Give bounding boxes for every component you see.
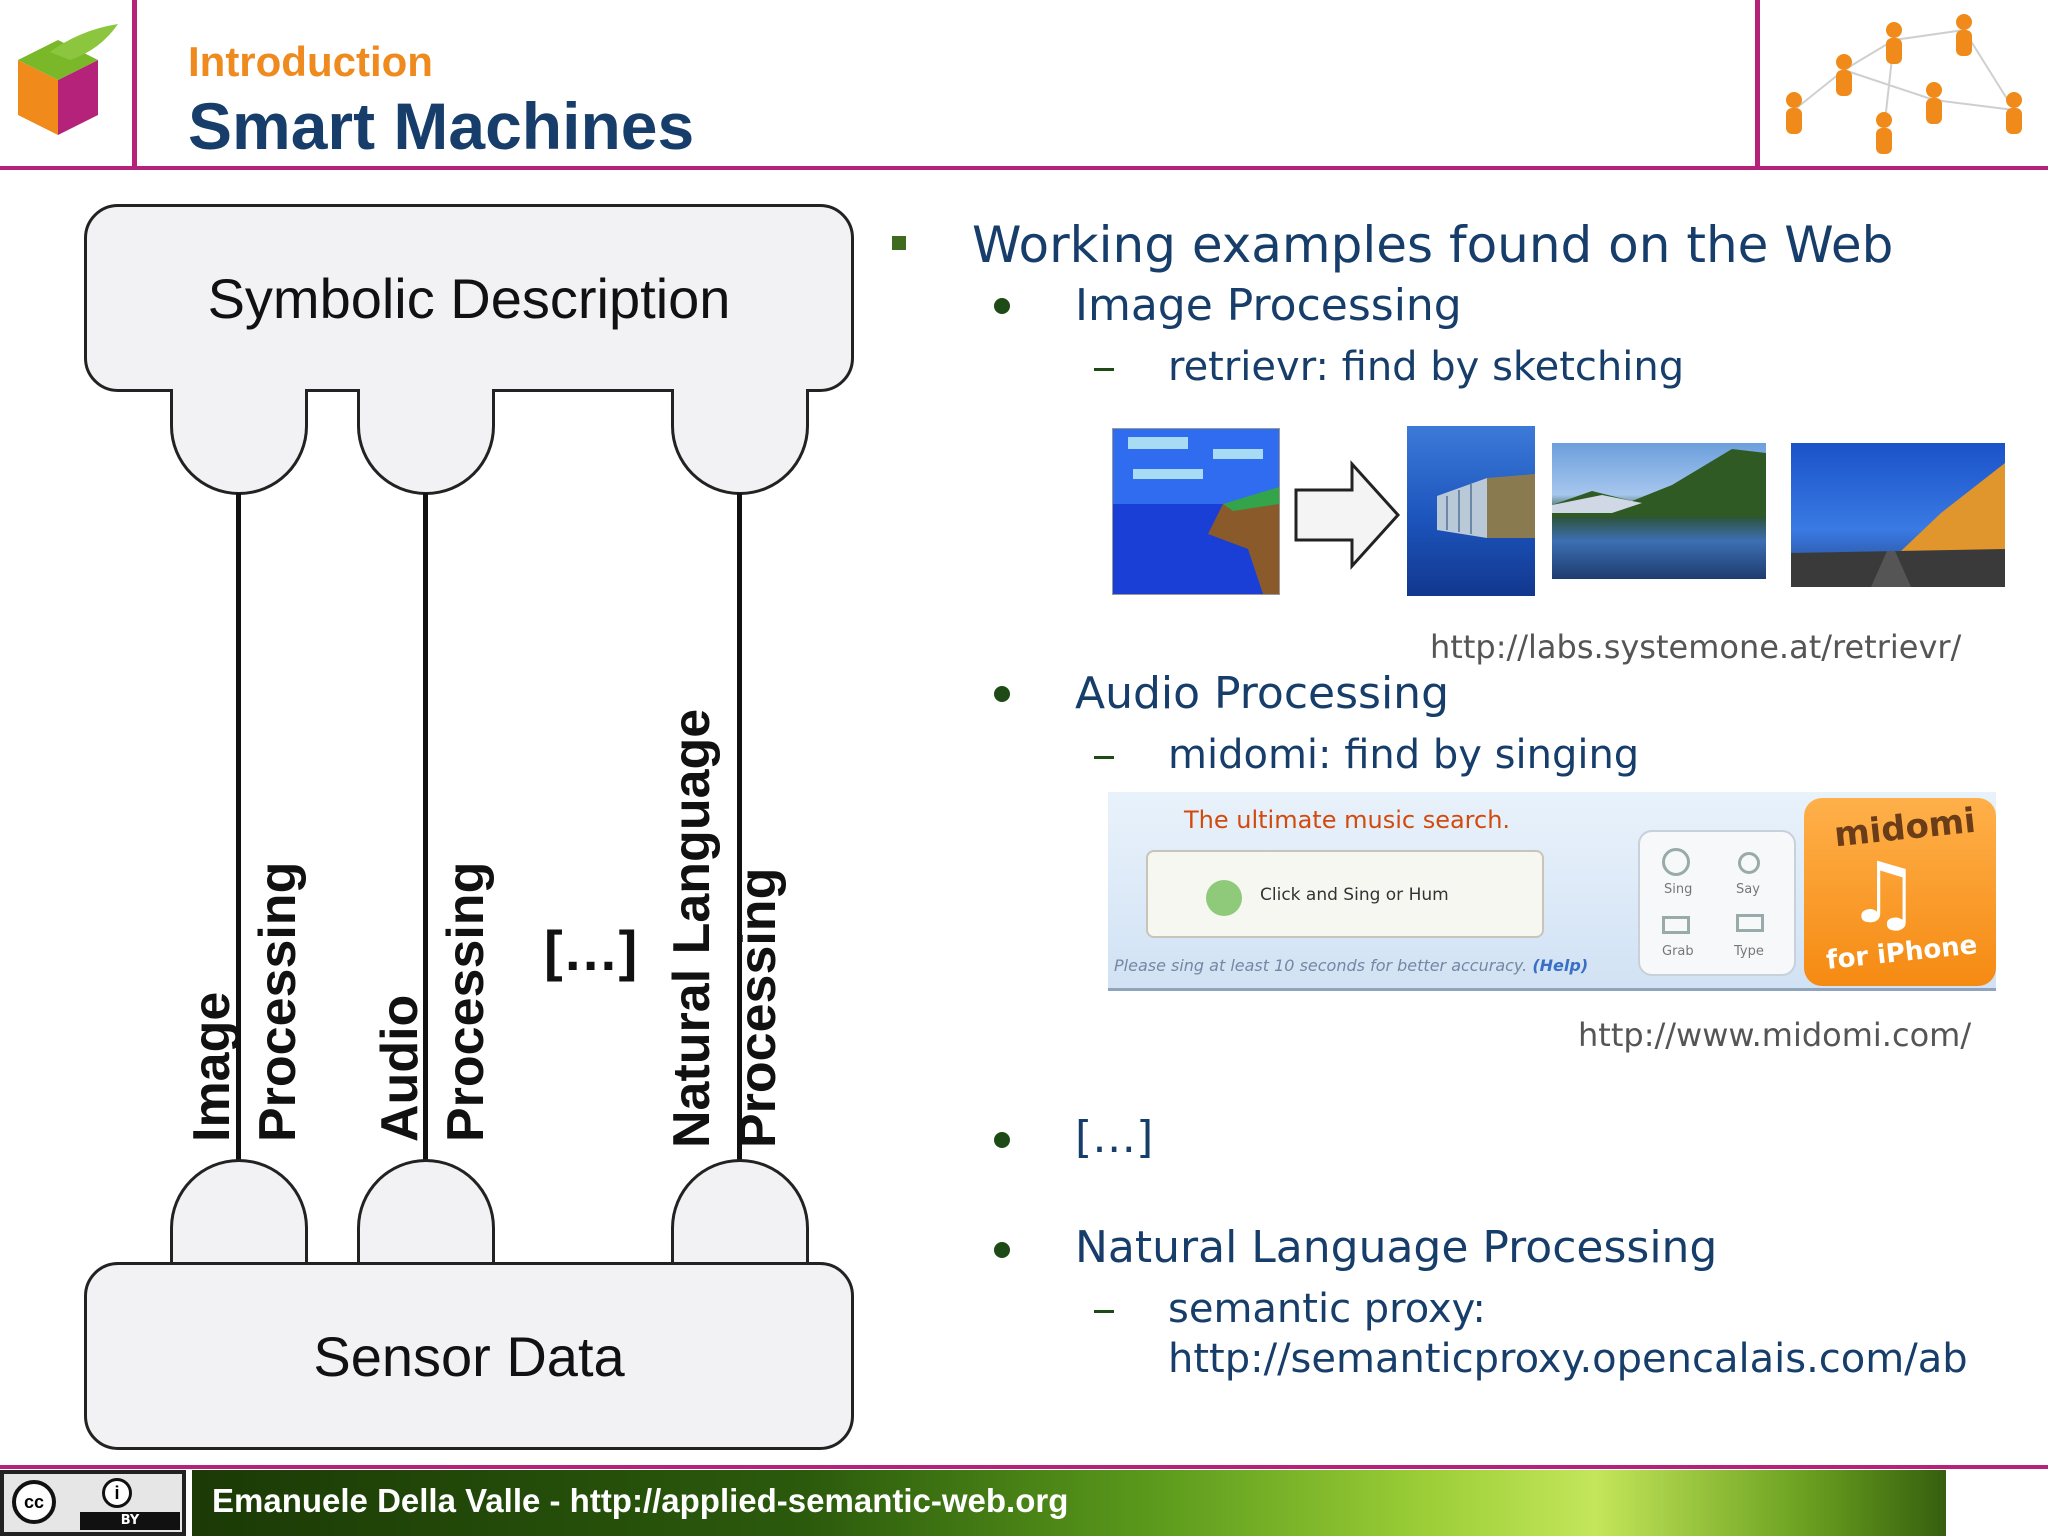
cc-license-badge[interactable]: cc i BY <box>0 1470 186 1536</box>
nlp-channel-label-1: Natural Language <box>663 708 721 1148</box>
attribution-icon: i <box>102 1478 132 1508</box>
sub-bullet-dash <box>1094 1310 1114 1313</box>
audio-channel-label-2: Processing <box>437 861 495 1142</box>
arrow-right-icon <box>1294 460 1402 574</box>
midomi-iphone-logo[interactable]: midomi ♫ for iPhone <box>1804 798 1996 986</box>
header-divider-right <box>1755 0 1760 170</box>
top-connector-1 <box>170 389 308 495</box>
mode-type-label: Type <box>1734 944 1764 959</box>
midomi-note-text: Please sing at least 10 seconds for bett… <box>1114 956 1528 975</box>
image-channel-label-2: Processing <box>249 861 307 1142</box>
midomi-sing-button[interactable]: Click and Sing or Hum <box>1146 850 1544 938</box>
sing-mode-icon[interactable] <box>1662 848 1690 876</box>
bottom-connector-1 <box>170 1159 308 1265</box>
midomi-url[interactable]: http://www.midomi.com/ <box>1578 1016 1972 1054</box>
mode-say-label: Say <box>1736 882 1760 897</box>
audio-channel-label-1: Audio <box>371 994 429 1142</box>
network-people-icon <box>1786 14 2022 154</box>
midomi-example: midomi: find by singing <box>1168 732 1640 778</box>
semantic-proxy-url[interactable]: http://semanticproxy.opencalais.com/ab <box>1168 1336 1968 1382</box>
header-divider-left <box>132 0 137 170</box>
top-connector-3 <box>671 389 809 495</box>
image-processing-label: Image Processing <box>1075 280 1462 331</box>
network-people-image <box>1764 0 2048 164</box>
more-examples-ellipsis: […] <box>1075 1112 1154 1163</box>
midomi-help-link[interactable]: (Help) <box>1532 956 1589 975</box>
midomi-modes-panel: Sing Say Grab Type <box>1638 830 1796 976</box>
audio-channel-wire <box>423 493 428 1161</box>
nlp-channel-label-2: Processing <box>729 867 787 1148</box>
microphone-icon <box>1206 880 1242 916</box>
footer-bar <box>192 1470 1946 1536</box>
nlp-channel-wire <box>737 493 742 1161</box>
cube-logo-icon <box>18 24 118 135</box>
sub-bullet-dash <box>1094 368 1114 371</box>
diagram-ellipsis: […] <box>544 919 638 982</box>
midomi-tagline: The ultimate music search. <box>1184 806 1511 834</box>
logo <box>10 20 120 140</box>
image-channel-label-1: Image <box>183 991 241 1142</box>
glass-building-image <box>1407 426 1535 596</box>
type-mode-icon[interactable] <box>1736 914 1764 932</box>
by-label: BY <box>80 1512 180 1530</box>
sketch-image <box>1112 428 1280 595</box>
nlp-label: Natural Language Processing <box>1075 1222 1718 1273</box>
bullet-dot <box>994 1242 1010 1258</box>
desert-road-image <box>1791 443 2005 587</box>
footer-rule <box>0 1465 2048 1469</box>
main-bullet <box>892 236 906 250</box>
content-heading: Working examples found on the Web <box>972 216 1894 274</box>
retrievr-example: retrievr: find by sketching <box>1168 344 1685 390</box>
midomi-banner: The ultimate music search. Click and Sin… <box>1108 792 1996 991</box>
music-note-icon: ♫ <box>1846 844 1922 942</box>
header-rule <box>0 166 2048 170</box>
footer-credit: Emanuele Della Valle - http://applied-se… <box>212 1482 1069 1519</box>
mode-grab-label: Grab <box>1662 944 1694 959</box>
mode-sing-label: Sing <box>1664 882 1693 897</box>
midomi-note: Please sing at least 10 seconds for bett… <box>1114 956 1588 975</box>
bullet-dot <box>994 686 1010 702</box>
image-channel-wire <box>236 493 241 1161</box>
sub-bullet-dash <box>1094 756 1114 759</box>
sensor-data-box: Sensor Data <box>84 1262 854 1450</box>
midomi-sing-label: Click and Sing or Hum <box>1260 885 1449 905</box>
bottom-connector-3 <box>671 1159 809 1265</box>
bullet-dot <box>994 1132 1010 1148</box>
retrievr-url[interactable]: http://labs.systemone.at/retrievr/ <box>1430 628 1962 666</box>
section-title: Introduction <box>188 38 433 85</box>
grab-mode-icon[interactable] <box>1662 916 1690 934</box>
semantic-proxy-label: semantic proxy: <box>1168 1286 1486 1332</box>
cc-icon: cc <box>12 1480 56 1524</box>
bottom-connector-2 <box>357 1159 495 1265</box>
say-mode-icon[interactable] <box>1738 852 1760 874</box>
symbolic-description-box: Symbolic Description <box>84 204 854 392</box>
bullet-dot <box>994 298 1010 314</box>
slide-title: Smart Machines <box>188 89 695 163</box>
cc-badge-inner: cc i BY <box>4 1474 182 1532</box>
lake-landscape-image <box>1552 443 1766 579</box>
audio-processing-label: Audio Processing <box>1075 668 1449 719</box>
top-connector-2 <box>357 389 495 495</box>
